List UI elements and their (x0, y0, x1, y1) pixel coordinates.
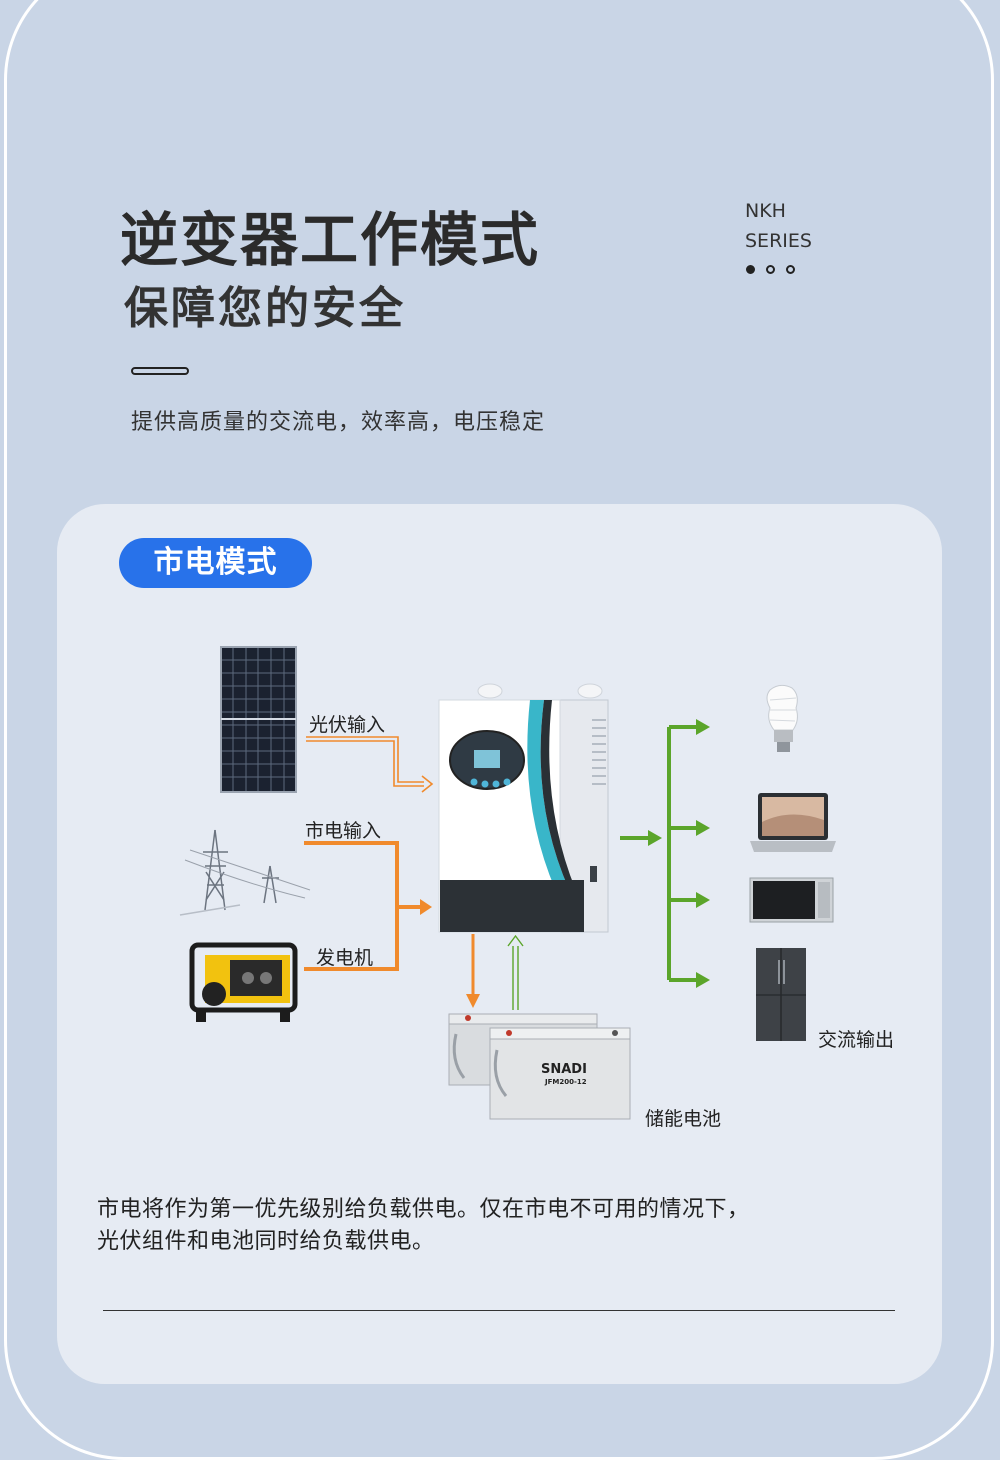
pv-input-label: 光伏输入 (309, 714, 386, 736)
ac-output-tree (620, 725, 698, 982)
grid-input-line (304, 841, 422, 971)
mode-badge: 市电模式 (119, 538, 312, 588)
dot-inactive (766, 265, 775, 274)
power-flow-diagram: SNADI JFM200-12 (179, 646, 836, 1120)
series-line-2: SERIES (745, 230, 812, 252)
battery-to-inverter-arrow (507, 934, 524, 1010)
inverter-device (438, 683, 609, 933)
power-tower-icon (179, 829, 311, 916)
mode-description: 市电将作为第一优先级别给负载供电。仅在市电不可用的情况下， 光伏组件和电池同时给… (97, 1194, 897, 1258)
battery-icon: SNADI JFM200-12 (448, 1013, 631, 1120)
decorative-pill-line (131, 367, 189, 375)
page-title: 逆变器工作模式 (120, 206, 541, 274)
generator-label: 发电机 (316, 947, 374, 969)
solar-panel-icon (220, 646, 297, 793)
pagination-dots (746, 265, 795, 274)
microwave-icon (749, 877, 834, 923)
inverter-to-battery-arrowhead (466, 994, 480, 1008)
series-line-1: NKH (745, 200, 786, 222)
battery-label: 储能电池 (645, 1108, 722, 1130)
dot-active (746, 265, 755, 274)
laptop-icon (750, 793, 836, 852)
generator-icon (189, 942, 298, 1022)
series-label: NKH SERIES (745, 196, 812, 256)
battery-model: JFM200-12 (544, 1078, 587, 1086)
description-line-1: 市电将作为第一优先级别给负载供电。仅在市电不可用的情况下， (97, 1197, 750, 1222)
grid-input-label: 市电输入 (305, 820, 382, 842)
grid-to-inverter-arrowhead (420, 899, 432, 915)
light-bulb-icon (766, 684, 798, 752)
description-line-2: 光伏组件和电池同时给负载供电。 (97, 1229, 435, 1254)
refrigerator-icon (756, 948, 806, 1041)
page-subtitle: 保障您的安全 (124, 283, 406, 334)
ac-output-label: 交流输出 (818, 1029, 895, 1051)
output-arrowheads (648, 719, 710, 988)
dot-inactive (786, 265, 795, 274)
battery-brand: SNADI (541, 1062, 587, 1077)
tagline: 提供高质量的交流电，效率高，电压稳定 (131, 410, 546, 435)
pv-input-arrow (306, 736, 434, 793)
bottom-divider (103, 1310, 895, 1311)
